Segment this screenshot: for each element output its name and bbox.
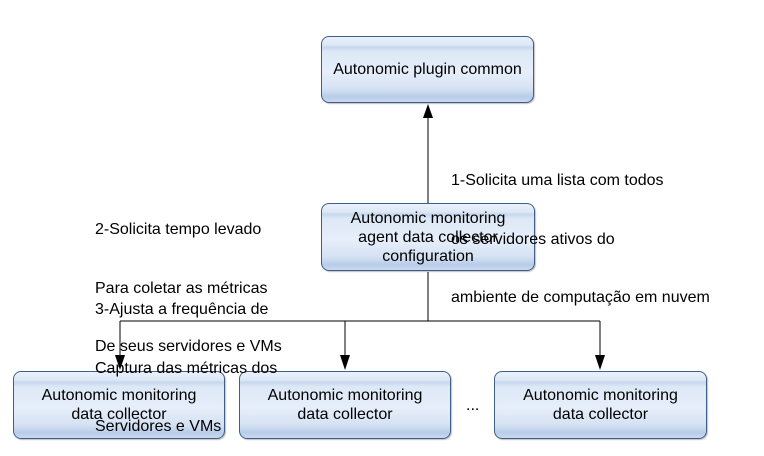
annotation-line: 1-Solicita uma lista com todos bbox=[451, 172, 664, 189]
arrowhead-down-1 bbox=[115, 355, 125, 370]
annotation-step2: 2-Solicita tempo levado Para coletar as … bbox=[95, 181, 282, 376]
arrowhead-down-2 bbox=[340, 355, 350, 370]
node-line: data collector bbox=[297, 406, 393, 423]
arrowhead-down-3 bbox=[595, 355, 605, 370]
node-collector-1: Autonomic monitoring data collector bbox=[13, 371, 225, 439]
node-line: configuration bbox=[382, 247, 474, 265]
node-line: Autonomic monitoring bbox=[41, 387, 197, 404]
annotation-line: Captura das métricas dos bbox=[95, 359, 278, 377]
annotation-line: Servidores e VMs bbox=[95, 418, 222, 435]
annotation-line: ambiente de computação em nuvem bbox=[451, 289, 710, 306]
node-collector-2: Autonomic monitoring data collector bbox=[239, 371, 451, 439]
node-collector-3: Autonomic monitoring data collector bbox=[494, 371, 707, 439]
node-line: Autonomic monitoring bbox=[267, 387, 423, 404]
arrowhead-up bbox=[423, 104, 433, 118]
annotation-step1: 1-Solicita uma lista com todos os servid… bbox=[451, 132, 710, 327]
annotation-line: 2-Solicita tempo levado bbox=[95, 221, 262, 238]
annotation-line: os servidores ativos do bbox=[451, 230, 615, 248]
node-line: data collector bbox=[552, 406, 649, 423]
node-line: Autonomic monitoring bbox=[523, 387, 678, 404]
annotation-line: De seus servidores e VMs bbox=[95, 338, 282, 355]
node-agent-config: Autonomic monitoring agent data collecto… bbox=[321, 203, 535, 271]
ellipsis: ... bbox=[466, 397, 480, 414]
annotation-step3: 3-Ajusta a frequência de Captura das mét… bbox=[95, 261, 277, 456]
annotation-line: 3-Ajusta a frequência de bbox=[95, 301, 269, 318]
annotation-line: Para coletar as métricas bbox=[95, 279, 268, 297]
node-line: Autonomic plugin common bbox=[333, 61, 522, 78]
node-line: agent data collector bbox=[358, 228, 498, 246]
node-line: data collector bbox=[71, 406, 167, 423]
node-line: Autonomic monitoring bbox=[350, 209, 506, 227]
node-plugin-common: Autonomic plugin common bbox=[321, 36, 534, 103]
